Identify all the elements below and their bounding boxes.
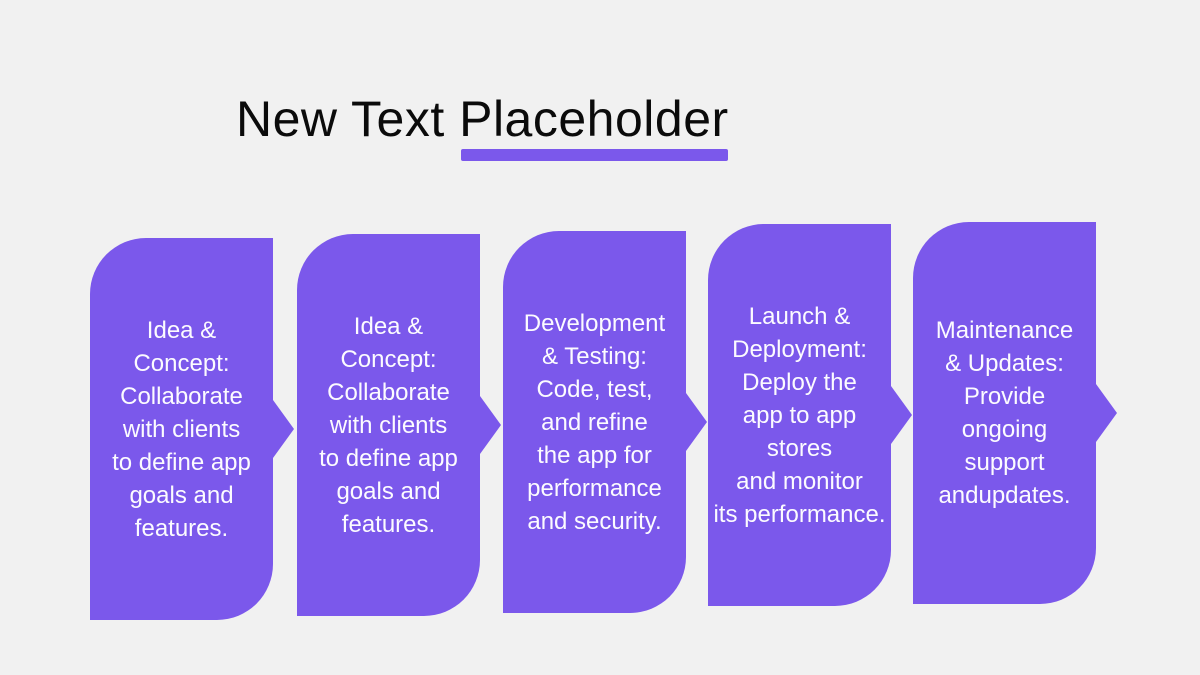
arrow-right-icon	[273, 400, 294, 458]
arrow-right-icon	[1096, 384, 1117, 442]
arrow-right-icon	[480, 396, 501, 454]
process-step-card-2[interactable]: Idea & Concept: Collaborate with clients…	[297, 234, 501, 616]
process-step-card-4[interactable]: Launch & Deployment: Deploy the app to a…	[708, 224, 912, 606]
title-underline-bar	[461, 149, 728, 161]
arrow-right-icon	[686, 393, 707, 451]
step-text: Launch & Deployment: Deploy the app to a…	[713, 302, 886, 528]
step-text: Development & Testing: Code, test, and r…	[523, 309, 666, 535]
process-step-card-5[interactable]: Maintenance & Updates: Provide ongoing s…	[913, 222, 1117, 604]
process-step-card-3[interactable]: Development & Testing: Code, test, and r…	[503, 231, 707, 613]
process-step-card-1[interactable]: Idea & Concept: Collaborate with clients…	[90, 238, 294, 620]
step-text: Idea & Concept: Collaborate with clients…	[319, 312, 458, 538]
step-text: Maintenance & Updates: Provide ongoing s…	[935, 317, 1074, 509]
slide-title-placeholder[interactable]: New Text Placeholder	[236, 90, 729, 147]
arrow-right-icon	[891, 386, 912, 444]
step-text: Idea & Concept: Collaborate with clients…	[112, 316, 251, 542]
